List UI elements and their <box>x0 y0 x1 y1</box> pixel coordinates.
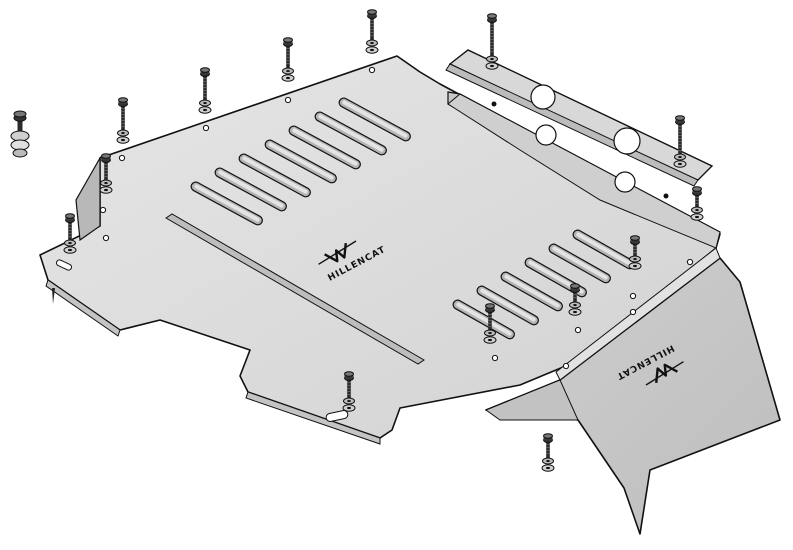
vent-slot-lower-5 <box>476 285 539 326</box>
vent-slot-upper-7 <box>190 181 263 226</box>
vent-slot-upper-1 <box>338 97 411 142</box>
vent-slot-upper-2 <box>314 111 387 156</box>
washer-icon <box>673 153 687 168</box>
bolt-assembly-3 <box>281 37 295 82</box>
vent-slot-upper-5 <box>238 153 311 198</box>
washer-icon <box>628 255 642 270</box>
vent-slots-upper <box>190 97 411 226</box>
locating-pin <box>52 288 55 304</box>
vent-slot-upper-3 <box>288 125 361 170</box>
hex-bolt-icon <box>675 115 685 125</box>
bolt-assembly-11 <box>568 283 582 316</box>
hex-bolt-icon <box>344 371 354 381</box>
bolt-assembly-5 <box>116 97 130 144</box>
washer-icon <box>342 397 356 412</box>
hex-bolt-icon <box>65 213 75 223</box>
bolt-assembly-loose <box>10 110 30 158</box>
mount-hole-2 <box>202 124 210 132</box>
mount-hole-5 <box>99 206 107 214</box>
hex-bolt-icon <box>283 37 293 47</box>
vent-slot-upper-6 <box>214 167 287 212</box>
washer-icon <box>10 130 30 158</box>
mount-hole-3 <box>284 96 292 104</box>
mount-hole-8 <box>629 292 637 300</box>
mount-hole-9 <box>686 258 694 266</box>
rear-flap-panel <box>484 247 781 535</box>
vent-slot-lower-6 <box>452 299 515 340</box>
washer-icon <box>483 329 497 344</box>
hex-bolt-icon <box>13 110 27 122</box>
bolt-assembly-13 <box>342 371 356 412</box>
bolt-assembly-6 <box>99 153 113 194</box>
hex-bolt-icon <box>367 9 377 19</box>
washer-icon <box>116 129 130 144</box>
washer-icon <box>690 206 704 221</box>
hex-bolt-icon <box>200 67 210 77</box>
bolt-assembly-7 <box>63 213 77 254</box>
mount-hole-11 <box>562 362 570 370</box>
mounting-bracket-plate <box>445 49 721 249</box>
mount-hole-4 <box>368 66 376 74</box>
washer-icon <box>541 457 555 472</box>
hex-bolt-icon <box>543 433 553 443</box>
mount-hole-7 <box>574 326 582 334</box>
plate-holes <box>99 66 694 370</box>
mount-hole-10 <box>629 308 637 316</box>
bolt-assembly-10 <box>628 235 642 270</box>
bolt-assembly-1 <box>365 9 379 54</box>
washer-icon <box>485 55 499 70</box>
mount-hole-6 <box>491 354 499 362</box>
bolt-assembly-9 <box>690 186 704 221</box>
washer-icon <box>99 179 113 194</box>
vent-slot-lower-4 <box>500 271 563 312</box>
washer-icon <box>281 67 295 82</box>
washer-icon <box>365 39 379 54</box>
mount-hole-12 <box>102 234 110 242</box>
vent-slot-upper-4 <box>264 139 337 184</box>
hex-bolt-icon <box>570 283 580 293</box>
hex-bolt-icon <box>692 186 702 196</box>
bolt-assembly-14 <box>541 433 555 472</box>
hex-bolt-icon <box>118 97 128 107</box>
hex-bolt-icon <box>101 153 111 163</box>
bolt-assembly-12 <box>483 303 497 344</box>
bolt-assembly-8 <box>673 115 687 168</box>
bolt-assembly-4 <box>198 67 212 114</box>
hex-bolt-icon <box>630 235 640 245</box>
bolt-assembly-2 <box>485 13 499 70</box>
vent-slot-lower-2 <box>548 243 611 284</box>
washer-icon <box>198 99 212 114</box>
washer-icon <box>63 239 77 254</box>
mount-hole-1 <box>118 154 126 162</box>
hex-bolt-icon <box>487 13 497 23</box>
hex-bolt-icon <box>485 303 495 313</box>
fasteners <box>10 9 704 472</box>
washer-icon <box>568 301 582 316</box>
